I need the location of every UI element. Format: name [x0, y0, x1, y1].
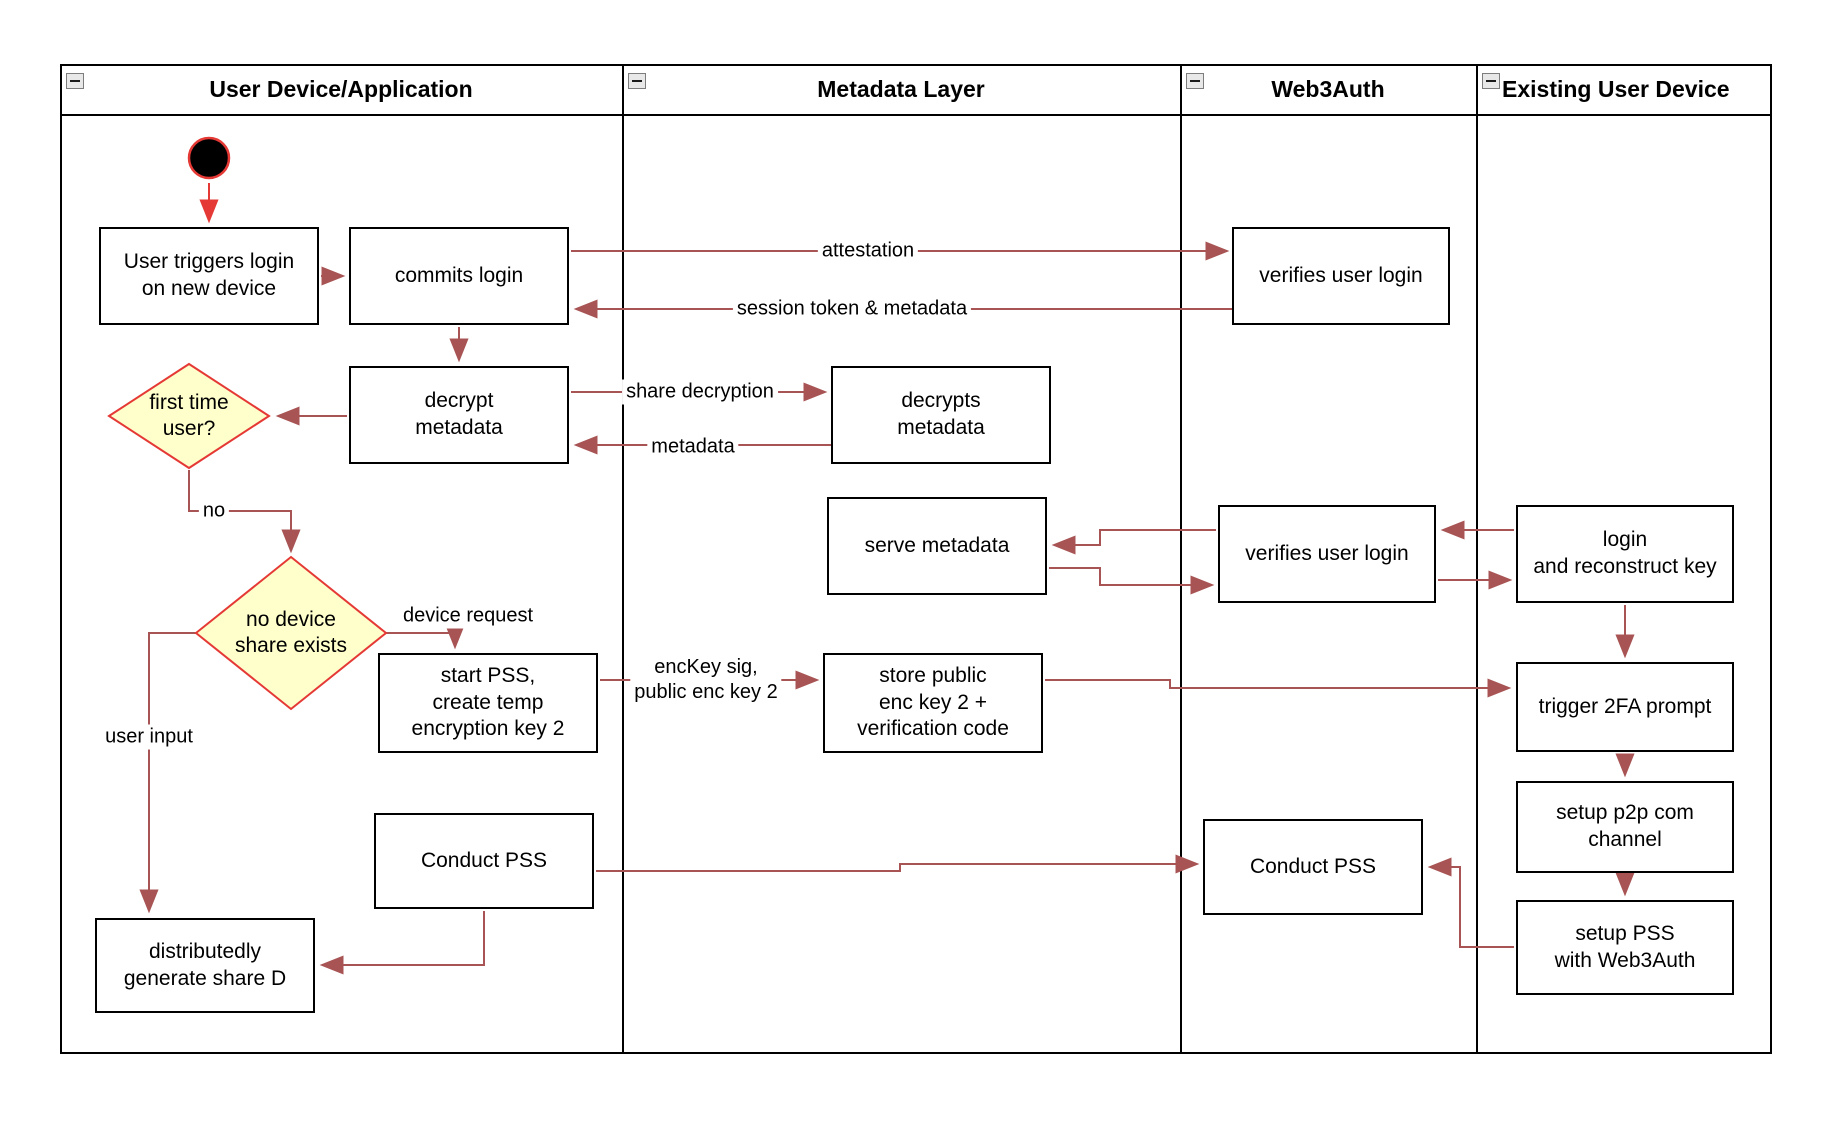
lane-header-existing-user-device: Existing User Device: [1476, 64, 1770, 114]
decision-label-no-device-share: no device share exists: [234, 607, 348, 657]
minus-icon: [632, 80, 642, 82]
node-store-public-key: store public enc key 2 + verification co…: [823, 653, 1043, 753]
lane-separator: [1476, 64, 1478, 1052]
lane-header-metadata-layer: Metadata Layer: [622, 64, 1180, 114]
node-trigger-2fa: trigger 2FA prompt: [1516, 662, 1734, 752]
lane-title: User Device/Application: [209, 75, 473, 102]
swimlane-frame: [60, 64, 1772, 1054]
collapse-lane-button[interactable]: [66, 73, 84, 89]
lane-title: Web3Auth: [1271, 75, 1385, 102]
node-conduct-pss-web3: Conduct PSS: [1203, 819, 1423, 915]
header-underline: [60, 114, 1772, 116]
minus-icon: [1190, 80, 1200, 82]
node-serve-metadata: serve metadata: [827, 497, 1047, 595]
lane-title: Metadata Layer: [817, 75, 985, 102]
edge-label-no: no: [198, 498, 230, 524]
edge-label-enckey-sig: encKey sig, public enc key 2: [630, 655, 782, 705]
node-generate-share-d: distributedly generate share D: [95, 918, 315, 1013]
node-login-reconstruct-key: login and reconstruct key: [1516, 505, 1734, 603]
lane-title: Existing User Device: [1502, 75, 1730, 102]
node-setup-p2p: setup p2p com channel: [1516, 781, 1734, 873]
collapse-lane-button[interactable]: [1482, 73, 1500, 89]
decision-label-first-time-user: first time user?: [149, 390, 229, 440]
node-commits-login: commits login: [349, 227, 569, 325]
edge-label-attestation: attestation: [817, 238, 919, 264]
lane-separator: [1180, 64, 1182, 1052]
edge-label-share-decryption: share decryption: [622, 379, 778, 405]
collapse-lane-button[interactable]: [628, 73, 646, 89]
lane-header-user-device: User Device/Application: [60, 64, 622, 114]
edge-label-device-request: device request: [398, 603, 538, 629]
node-decrypt-metadata: decrypt metadata: [349, 366, 569, 464]
node-verifies-user-login-mid: verifies user login: [1218, 505, 1436, 603]
node-decrypts-metadata: decrypts metadata: [831, 366, 1051, 464]
edge-label-metadata: metadata: [647, 434, 739, 460]
node-start-pss: start PSS, create temp encryption key 2: [378, 653, 598, 753]
node-verifies-user-login-top: verifies user login: [1232, 227, 1450, 325]
lane-separator: [622, 64, 624, 1052]
edge-label-user-input: user input: [101, 724, 197, 750]
collapse-lane-button[interactable]: [1186, 73, 1204, 89]
node-setup-pss-web3auth: setup PSS with Web3Auth: [1516, 900, 1734, 995]
node-conduct-pss-user: Conduct PSS: [374, 813, 594, 909]
lane-header-web3auth: Web3Auth: [1180, 64, 1476, 114]
minus-icon: [1486, 80, 1496, 82]
minus-icon: [70, 80, 80, 82]
node-user-triggers-login: User triggers login on new device: [99, 227, 319, 325]
edge-label-session-token: session token & metadata: [732, 296, 972, 322]
